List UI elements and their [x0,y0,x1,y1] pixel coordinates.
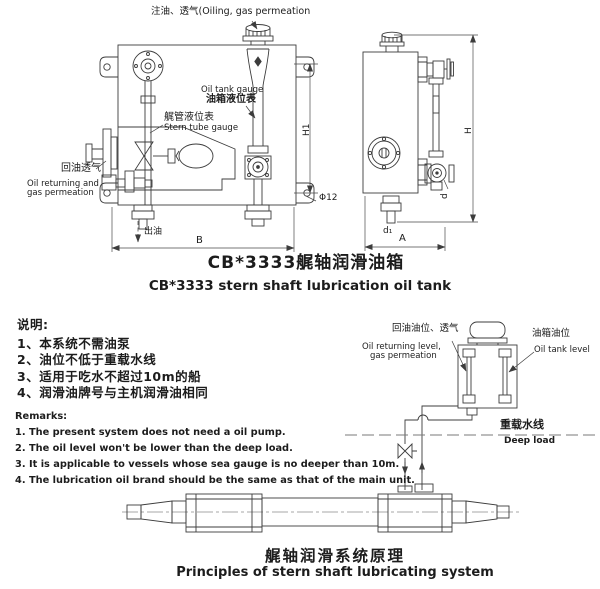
tank-title-zh: CB*3333艉轴润滑油箱 [207,253,405,273]
note-item: 2、油位不低于重载水线 [17,352,157,367]
front-view-drawing [85,20,318,252]
schematic-tank [457,344,518,409]
dim-label-d: d [440,193,450,199]
dim-label-phi12: Φ12 [319,193,338,203]
tank-body-side [362,51,419,194]
valve-icon [397,442,417,460]
waterline-label-en: Deep load [504,436,556,446]
dim-label-h: H [464,127,474,134]
system-title-en: Principles of stern shaft lubricating sy… [176,565,494,580]
schematic-drawing [345,321,598,493]
dim-label-a: A [399,233,406,244]
oil-tank-gauge-tube [244,48,272,227]
porthole-flange-icon [367,136,401,170]
float-valve-assembly [118,126,236,191]
label-oil-return-en2: gas permeation [27,188,94,198]
front-view-dimensions [111,63,318,252]
note-item: 3、适用于吃水不超过10m的船 [17,369,202,384]
label-oil-tank-gauge-zh: 油箱液位表 [206,94,256,105]
remarks-heading: Remarks: [15,411,68,422]
sch-label-tank-level-en: Oil tank level [534,345,590,355]
schematic-gauge-tubes [462,348,512,404]
label-oiling-gas-permeation: 注油、透气(Oiling, gas permeation [151,6,311,17]
label-stern-tube-gauge-zh: 艉管液位表 [164,112,214,123]
note-item: 1、本系统不需油泵 [17,336,131,351]
sch-label-return-zh: 回油油位、透气 [392,323,459,334]
waterline-label-zh: 重载水线 [500,418,544,431]
schematic-cap-icon [469,321,506,339]
dim-label-b: B [196,235,203,246]
front-view-leaders [95,20,258,243]
notes-heading: 说明: [17,317,49,332]
stern-tube-gauge-tube [131,50,164,230]
side-gauge-assembly [417,56,455,191]
label-oil-return-zh: 回油透气 [61,163,101,174]
side-view-dimensions [364,34,478,251]
dim-label-h1: H1 [302,123,312,137]
schematic-leaders [451,340,535,373]
label-oil-return-en1: Oil returning and [27,179,99,189]
tank-title-en: CB*3333 stern shaft lubrication oil tank [148,278,452,294]
shaft-drawing [122,493,520,533]
oil-return-connection [85,128,153,193]
remark-item: 3. It is applicable to vessels whose sea… [15,459,400,470]
label-stern-tube-gauge-en: Stern tube gauge [164,123,239,133]
schematic-piping [397,405,473,493]
dim-label-d1: d₁ [383,226,393,236]
sch-label-return-en2: gas permeation [370,351,437,361]
tank-body [117,44,297,206]
sch-label-return-en1: Oil returning level, [362,342,441,352]
remark-item: 2. The oil level won't be lower than the… [15,443,293,454]
note-item: 4、润滑油牌号与主机润滑油相同 [17,385,209,400]
sch-label-tank-level-zh: 油箱油位 [532,328,571,339]
filler-cap-icon [242,24,274,45]
label-oil-tank-gauge-en: Oil tank gauge [201,85,264,95]
label-oil-outlet: 出油 [144,227,163,237]
remark-item: 4. The lubrication oil brand should be t… [15,475,415,486]
remark-item: 1. The present system does not need a oi… [15,427,286,438]
side-view-drawing [362,31,478,251]
side-bottom-outlet [380,195,402,224]
system-title-zh: 艉轴润滑系统原理 [264,547,405,565]
